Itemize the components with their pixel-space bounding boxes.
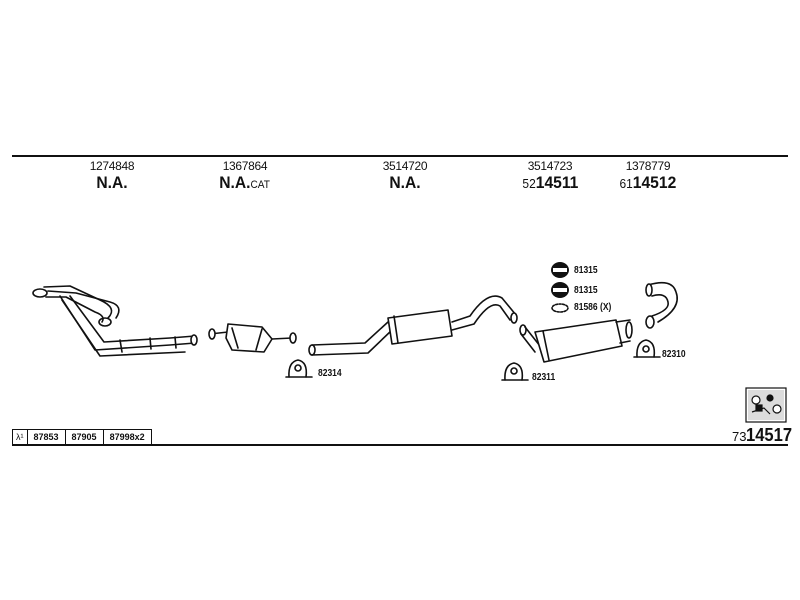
part-label: N.A.CAT bbox=[219, 173, 271, 192]
mount-drawing-2 bbox=[551, 282, 569, 298]
column-catalyst: 1367864 N.A.CAT bbox=[175, 159, 315, 195]
part-label: N.A. bbox=[96, 173, 128, 192]
fitting-part: 87998x2 bbox=[102, 430, 151, 444]
column-front-pipe: 1274848 N.A. bbox=[42, 159, 182, 193]
mount-label-1: 81315 bbox=[574, 265, 598, 276]
part-number: 3514723 bbox=[527, 159, 573, 173]
clamp-82311-label: 82311 bbox=[532, 372, 556, 383]
column-rear-silencer: 3514723 5214511 bbox=[480, 159, 620, 194]
top-rule bbox=[12, 155, 788, 157]
clamp-82314-label: 82314 bbox=[318, 368, 342, 379]
rear-silencer-drawing bbox=[519, 319, 633, 363]
fitting-part: 87853 bbox=[26, 430, 65, 444]
part-label: 6114512 bbox=[619, 173, 677, 192]
fitting-part: 87905 bbox=[64, 430, 103, 444]
part-number: 3514720 bbox=[382, 159, 428, 173]
front-pipe-drawing bbox=[32, 285, 198, 357]
clamp-82310-label: 82310 bbox=[662, 349, 686, 360]
column-middle-silencer: 3514720 N.A. bbox=[335, 159, 475, 193]
clamp-82310-drawing bbox=[633, 339, 661, 358]
part-label: N.A. bbox=[389, 173, 421, 192]
part-number: 1274848 bbox=[89, 159, 135, 173]
part-number: 1378779 bbox=[625, 159, 671, 173]
lambda-symbol: λ¹ bbox=[16, 432, 24, 442]
mount-label-2: 81315 bbox=[574, 285, 598, 296]
part-label: 5214511 bbox=[522, 173, 578, 192]
bottom-rule bbox=[12, 444, 788, 446]
column-tail-pipe: 1378779 6114512 bbox=[578, 159, 718, 194]
tail-pipe-drawing bbox=[645, 281, 678, 329]
fitting-kit-icon bbox=[745, 387, 787, 423]
mount-drawing-1 bbox=[551, 262, 569, 278]
fitting-parts-box: λ¹ 87853 87905 87998x2 bbox=[12, 429, 152, 445]
gasket-label: 81586 (X) bbox=[574, 302, 612, 313]
part-number: 1367864 bbox=[222, 159, 268, 173]
clamp-82311-drawing bbox=[501, 362, 529, 381]
gasket-drawing bbox=[551, 303, 569, 313]
clamp-82314-drawing bbox=[285, 359, 313, 378]
catalyst-drawing bbox=[208, 323, 297, 353]
middle-silencer-drawing bbox=[308, 295, 518, 356]
kit-code: 7314517 bbox=[732, 425, 793, 445]
